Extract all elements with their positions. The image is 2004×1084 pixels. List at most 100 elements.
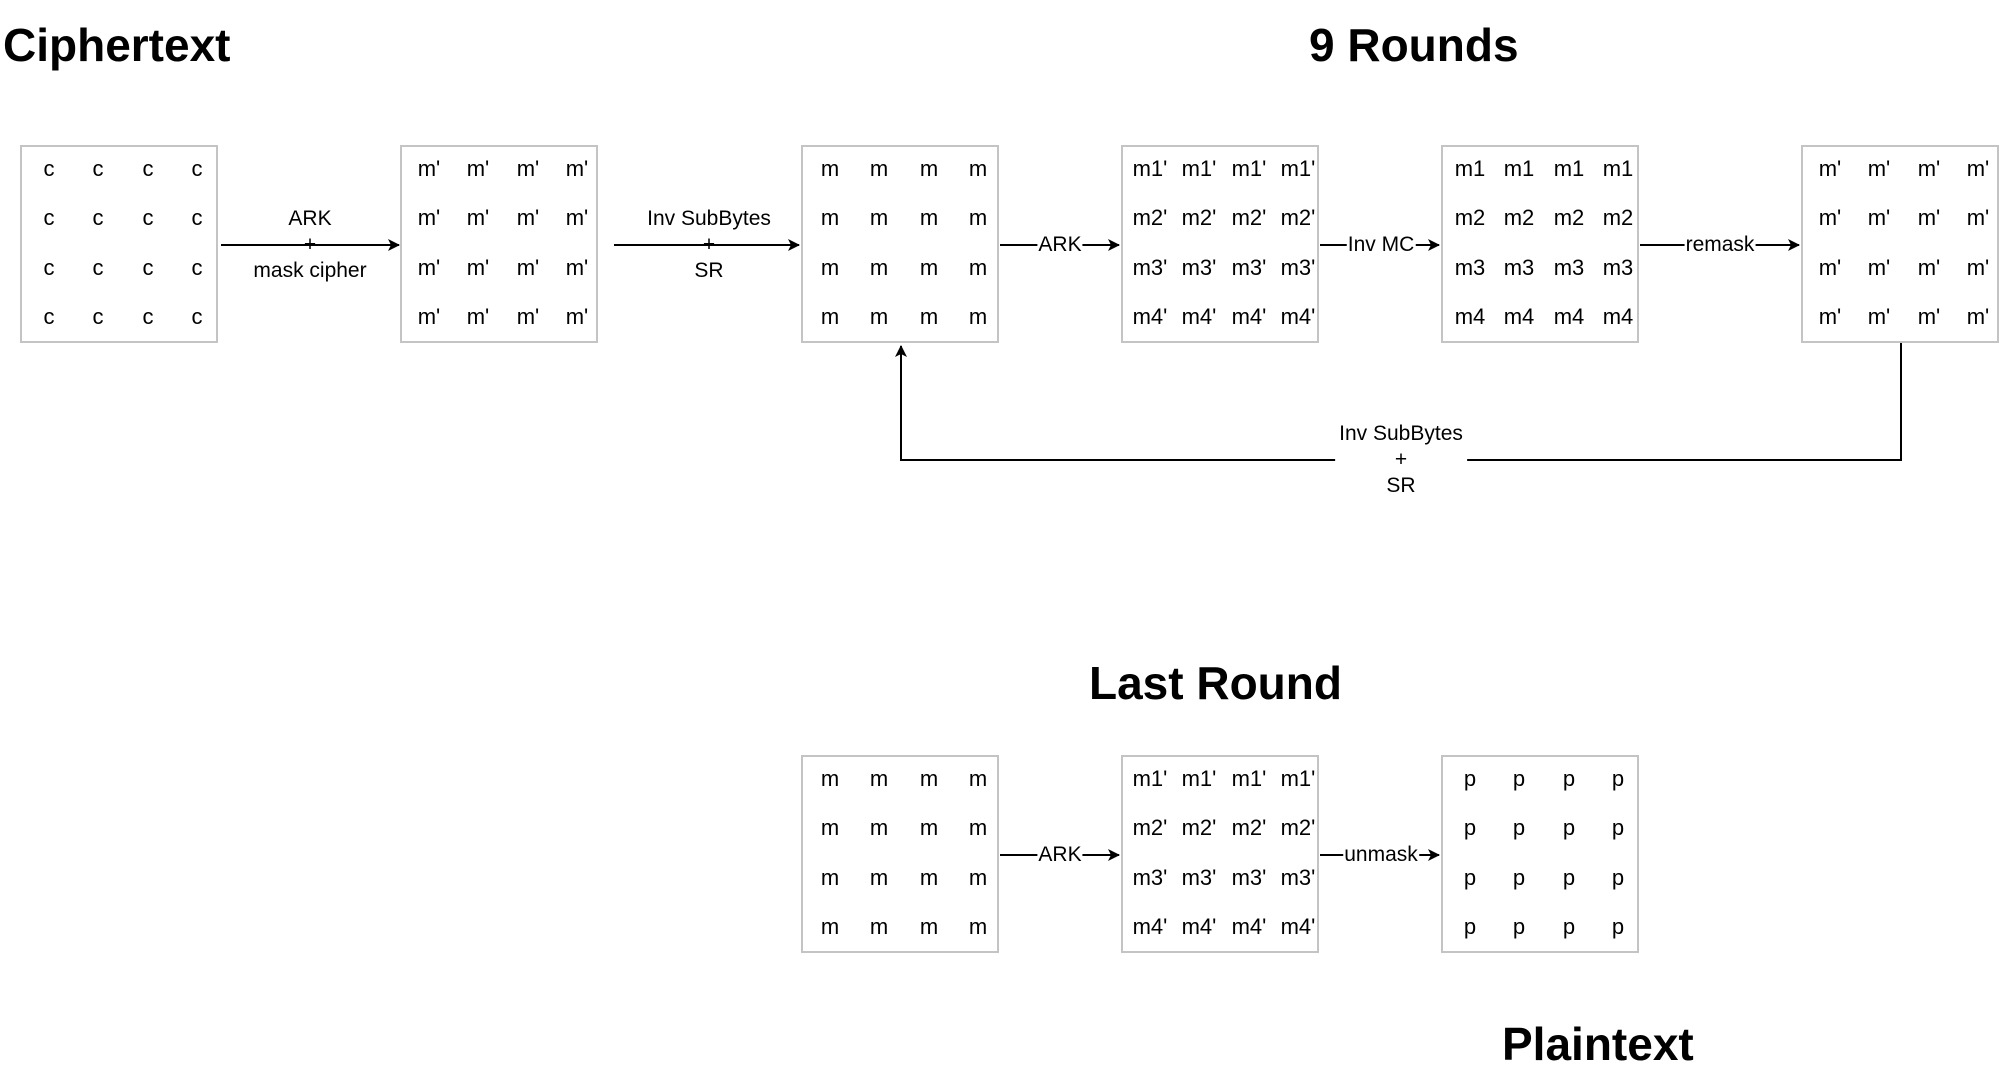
matrix-cell: m	[968, 255, 988, 280]
matrix-cell: m'	[417, 304, 441, 329]
matrix-cell: m	[869, 205, 889, 230]
matrix-cell: m'	[466, 205, 490, 230]
matrix-cell: m'	[565, 156, 589, 181]
matrix-cell: c	[43, 205, 55, 230]
matrix-cell: m4'	[1181, 304, 1217, 329]
matrix-cell: m	[919, 255, 939, 280]
matrix-cell: m'	[466, 156, 490, 181]
matrix-cell: m	[869, 766, 889, 791]
matrix-cell: m'	[1917, 205, 1941, 230]
matrix-cell: c	[142, 156, 154, 181]
matrix-cell: c	[191, 255, 203, 280]
matrix-cell: m	[869, 914, 889, 939]
matrix-cell: m'	[1818, 255, 1842, 280]
matrix-cell: c	[43, 304, 55, 329]
matrix-cell: p	[1512, 914, 1526, 939]
matrix-cell: p	[1611, 815, 1625, 840]
matrix-cell: m4	[1602, 304, 1634, 329]
heading-plaintext: Plaintext	[1502, 1018, 1694, 1070]
matrix-remasked: m'm'm'm'm'm'm'm'm'm'm'm'm'm'm'm'	[1801, 145, 1999, 343]
matrix-cell: p	[1463, 815, 1477, 840]
matrix-cell: p	[1512, 766, 1526, 791]
heading-last-round: Last Round	[1089, 657, 1342, 709]
matrix-cell: c	[142, 255, 154, 280]
matrix-cell: m'	[1966, 156, 1990, 181]
matrix-cell: m	[869, 156, 889, 181]
matrix-cell: m	[919, 766, 939, 791]
matrix-cell: m	[869, 865, 889, 890]
matrix-cell: p	[1611, 914, 1625, 939]
matrix-cell: m'	[516, 156, 540, 181]
heading-ciphertext: Ciphertext	[3, 19, 231, 71]
matrix-cell: p	[1463, 914, 1477, 939]
matrix-cell: c	[191, 205, 203, 230]
matrix-cell: m	[968, 865, 988, 890]
matrix-cell: m'	[417, 255, 441, 280]
matrix-cell: m2'	[1132, 815, 1168, 840]
matrix-cell: m	[968, 156, 988, 181]
matrix-cell: m1'	[1181, 766, 1217, 791]
matrix-cell: m'	[565, 304, 589, 329]
matrix-cell: p	[1611, 865, 1625, 890]
matrix-last-row-masked: m1'm1'm1'm1'm2'm2'm2'm2'm3'm3'm3'm3'm4'm…	[1121, 755, 1319, 953]
matrix-cell: m3	[1503, 255, 1535, 280]
matrix-cell: m	[919, 815, 939, 840]
matrix-cell: m'	[466, 255, 490, 280]
matrix-cell: p	[1562, 815, 1576, 840]
matrix-cell: m1'	[1181, 156, 1217, 181]
matrix-cell: m4'	[1132, 914, 1168, 939]
matrix-cell: c	[92, 304, 104, 329]
matrix-cell: m'	[1966, 255, 1990, 280]
matrix-cell: c	[191, 304, 203, 329]
matrix-cell: m2'	[1231, 205, 1267, 230]
matrix-cell: m3'	[1132, 865, 1168, 890]
matrix-cell: c	[191, 156, 203, 181]
label-ark-mask-line-2: +	[303, 233, 317, 256]
matrix-cell: m4'	[1280, 304, 1316, 329]
label-remask: remask	[1684, 232, 1756, 258]
matrix-cell: m2	[1454, 205, 1486, 230]
matrix-cell: c	[142, 304, 154, 329]
matrix-cell: m3'	[1132, 255, 1168, 280]
matrix-cell: p	[1463, 766, 1477, 791]
matrix-cell: m'	[1867, 156, 1891, 181]
matrix-cell: c	[92, 205, 104, 230]
matrix-cell: c	[92, 255, 104, 280]
matrix-cell: m1'	[1280, 156, 1316, 181]
matrix-cell: m'	[516, 255, 540, 280]
matrix-cell: p	[1512, 815, 1526, 840]
matrix-cell: p	[1512, 865, 1526, 890]
matrix-cell: m1	[1602, 156, 1634, 181]
matrix-cell: m	[820, 304, 840, 329]
label-ark: ARK	[1037, 232, 1083, 258]
matrix-cell: m'	[1917, 304, 1941, 329]
matrix-cell: m	[820, 815, 840, 840]
matrix-cell: p	[1611, 766, 1625, 791]
matrix-cell: m4'	[1231, 304, 1267, 329]
matrix-cell: c	[92, 156, 104, 181]
matrix-cell: m1	[1553, 156, 1585, 181]
matrix-cell: m'	[516, 304, 540, 329]
matrix-cell: m'	[1818, 156, 1842, 181]
matrix-cell: m4'	[1280, 914, 1316, 939]
label-inv-mc: Inv MC	[1346, 232, 1416, 258]
matrix-cell: m	[820, 766, 840, 791]
matrix-cell: m'	[1966, 205, 1990, 230]
matrix-cell: m2'	[1132, 205, 1168, 230]
label-inv-subbytes-sr: Inv SubBytes + SR	[646, 206, 772, 284]
matrix-cell: m	[919, 914, 939, 939]
matrix-cell: m2'	[1181, 815, 1217, 840]
matrix-cell: m2'	[1181, 205, 1217, 230]
matrix-cell: m	[869, 255, 889, 280]
matrix-cell: p	[1562, 766, 1576, 791]
label-loop-line-1: Inv SubBytes	[1339, 422, 1463, 445]
matrix-cell: m'	[565, 255, 589, 280]
matrix-cell: m1'	[1132, 766, 1168, 791]
label-last-ark: ARK	[1037, 842, 1083, 868]
matrix-cell: m	[968, 766, 988, 791]
matrix-cell: m3'	[1181, 255, 1217, 280]
